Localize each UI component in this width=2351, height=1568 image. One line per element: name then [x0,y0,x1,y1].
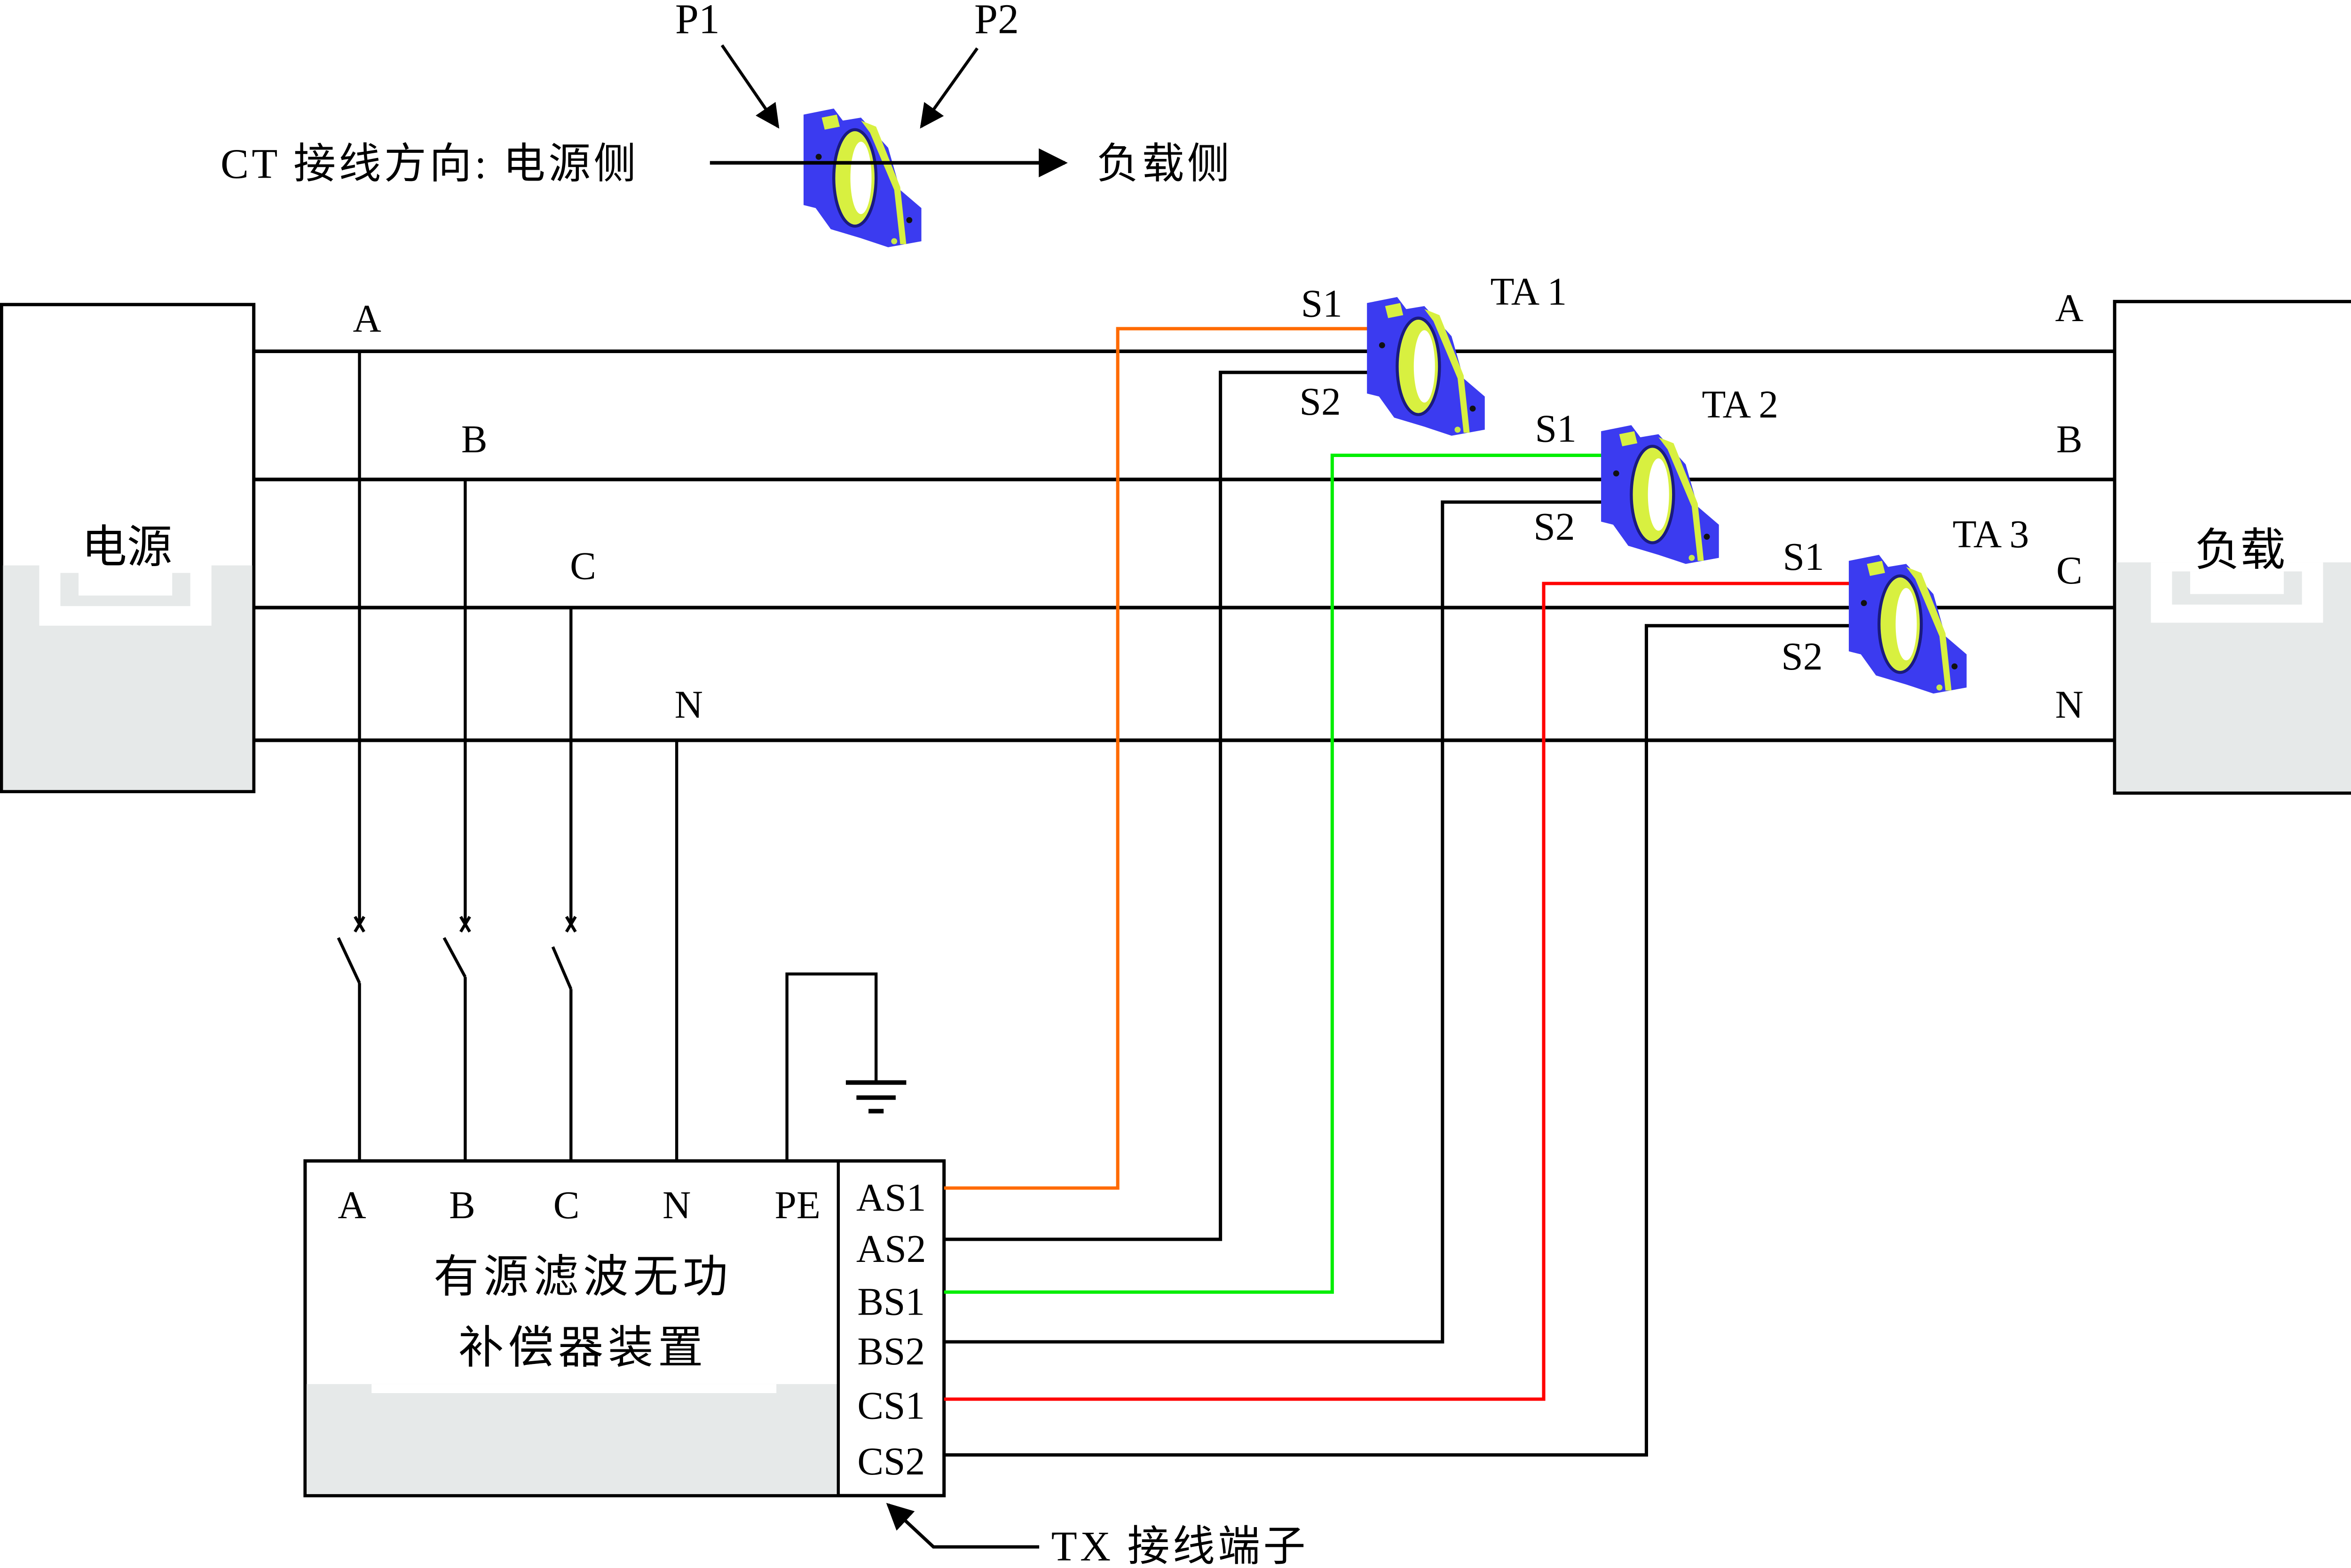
terminal-as1: AS1 [856,1176,926,1220]
ground-icon [845,1080,907,1114]
power-source-box: 电源 [0,303,256,794]
p1-arrow-icon [720,44,780,129]
ct-ta3: TA 3 S1 S2 [1781,513,2029,693]
device-terminal-n: N [663,1184,691,1227]
bus-label-right-c: C [2056,549,2083,592]
bus-label-left-n: N [675,683,703,726]
breaker-a-cross-icon [354,916,365,933]
terminal-cs1: CS1 [857,1385,925,1428]
direction-source-side-text: CT 接线方向: 电源侧 [221,141,639,187]
wire-bs1 [944,453,1604,1294]
ta1-name: TA 1 [1491,270,1567,314]
signal-terminal-block: AS1 AS2 BS1 BS2 CS1 CS2 [856,1176,926,1483]
terminal-bs2: BS2 [857,1330,925,1373]
direction-load-side-text: 负载侧 [1097,141,1232,187]
device-terminal-c: C [553,1184,580,1227]
ta3-ct-icon [1849,555,1967,693]
wire-cs1 [944,582,1852,1401]
terminal-bs1: BS1 [857,1280,925,1324]
bus-label-right-a: A [2055,287,2083,330]
breaker-c-switch-icon [551,946,573,990]
ct-signal-wires [944,327,1852,1457]
breaker-b-switch-icon [442,937,467,978]
feeder-drops [337,351,907,1161]
device-terminal-pe: PE [774,1184,820,1227]
load-box: 负载 [2113,299,2351,795]
apf-device: A B C N PE 有源滤波无功 补偿器装置 AS1 AS2 BS1 BS2 … [303,1159,946,1497]
legend-ct-icon [804,109,922,247]
terminal-block-callout: TX 接线端子 [886,1503,1309,1568]
ta3-s1-label: S1 [1783,536,1824,579]
ta2-s1-label: S1 [1535,408,1577,451]
ct-direction-legend: P1 P2 CT 接线方向: 电源侧 负载侧 [221,0,1232,247]
wire-as1 [944,327,1372,1190]
ta3-s2-label: S2 [1781,635,1822,678]
ct-ta2: TA 2 S1 S2 [1533,383,1778,564]
terminal-block-label: TX 接线端子 [1051,1523,1309,1568]
callout-arrow-icon [886,1503,1040,1549]
bus-label-right-b: B [2056,418,2083,461]
ta3-name: TA 3 [1953,513,2029,556]
bus-label-right-n: N [2055,683,2083,726]
ct-ta1: TA 1 S1 S2 [1300,270,1567,436]
bus-label-left-b: B [461,418,488,461]
bus-label-left-c: C [570,544,596,588]
terminal-cs2: CS2 [857,1440,925,1483]
bus-label-left-a: A [353,298,381,341]
breaker-a-switch-icon [337,937,361,984]
ta2-name: TA 2 [1702,383,1778,426]
ta1-ct-icon [1367,297,1485,436]
wire-as2 [944,370,1372,1241]
pe-ground-wire [785,972,878,1161]
ta2-s2-label: S2 [1533,505,1575,549]
wire-bs2 [944,500,1604,1344]
wire-cs2 [944,624,1852,1457]
device-title-line1: 有源滤波无功 [434,1252,733,1302]
load-label: 负载 [2195,525,2286,575]
device-terminal-b: B [449,1184,475,1227]
power-source-label: 电源 [81,522,172,572]
ta1-s2-label: S2 [1300,380,1341,424]
bus-lines: A B C N A B C N [253,287,2115,742]
breaker-b-cross-icon [459,916,471,933]
p1-label: P1 [675,0,720,43]
device-terminal-a: A [338,1184,366,1227]
ta2-ct-icon [1601,425,1719,564]
p2-label: P2 [974,0,1019,43]
ta1-s1-label: S1 [1301,282,1342,325]
terminal-as2: AS2 [856,1228,926,1271]
breaker-c-cross-icon [565,916,577,933]
p2-arrow-icon [920,47,979,129]
device-title-line2: 补偿器装置 [458,1323,708,1373]
